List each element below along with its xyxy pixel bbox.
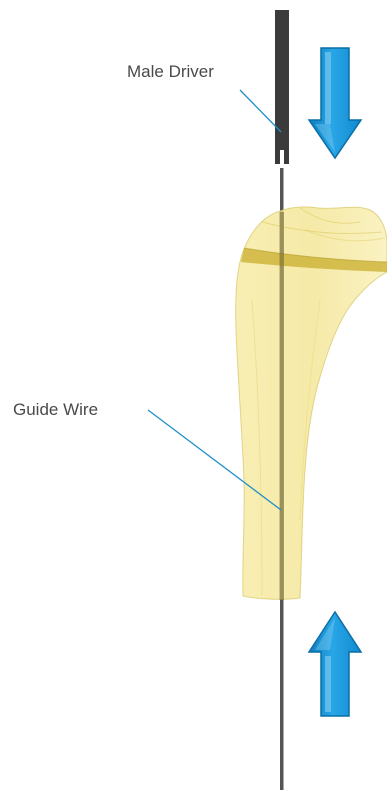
leader-line-male-driver	[240, 90, 281, 132]
arrow-up-icon	[309, 612, 361, 716]
guide-wire-in-bone	[280, 212, 285, 600]
arrow-down-icon	[309, 48, 361, 158]
guide-wire-label: Guide Wire	[13, 400, 98, 420]
tibia-bone	[236, 207, 387, 599]
male-driver	[275, 10, 289, 164]
male-driver-label: Male Driver	[127, 62, 214, 82]
